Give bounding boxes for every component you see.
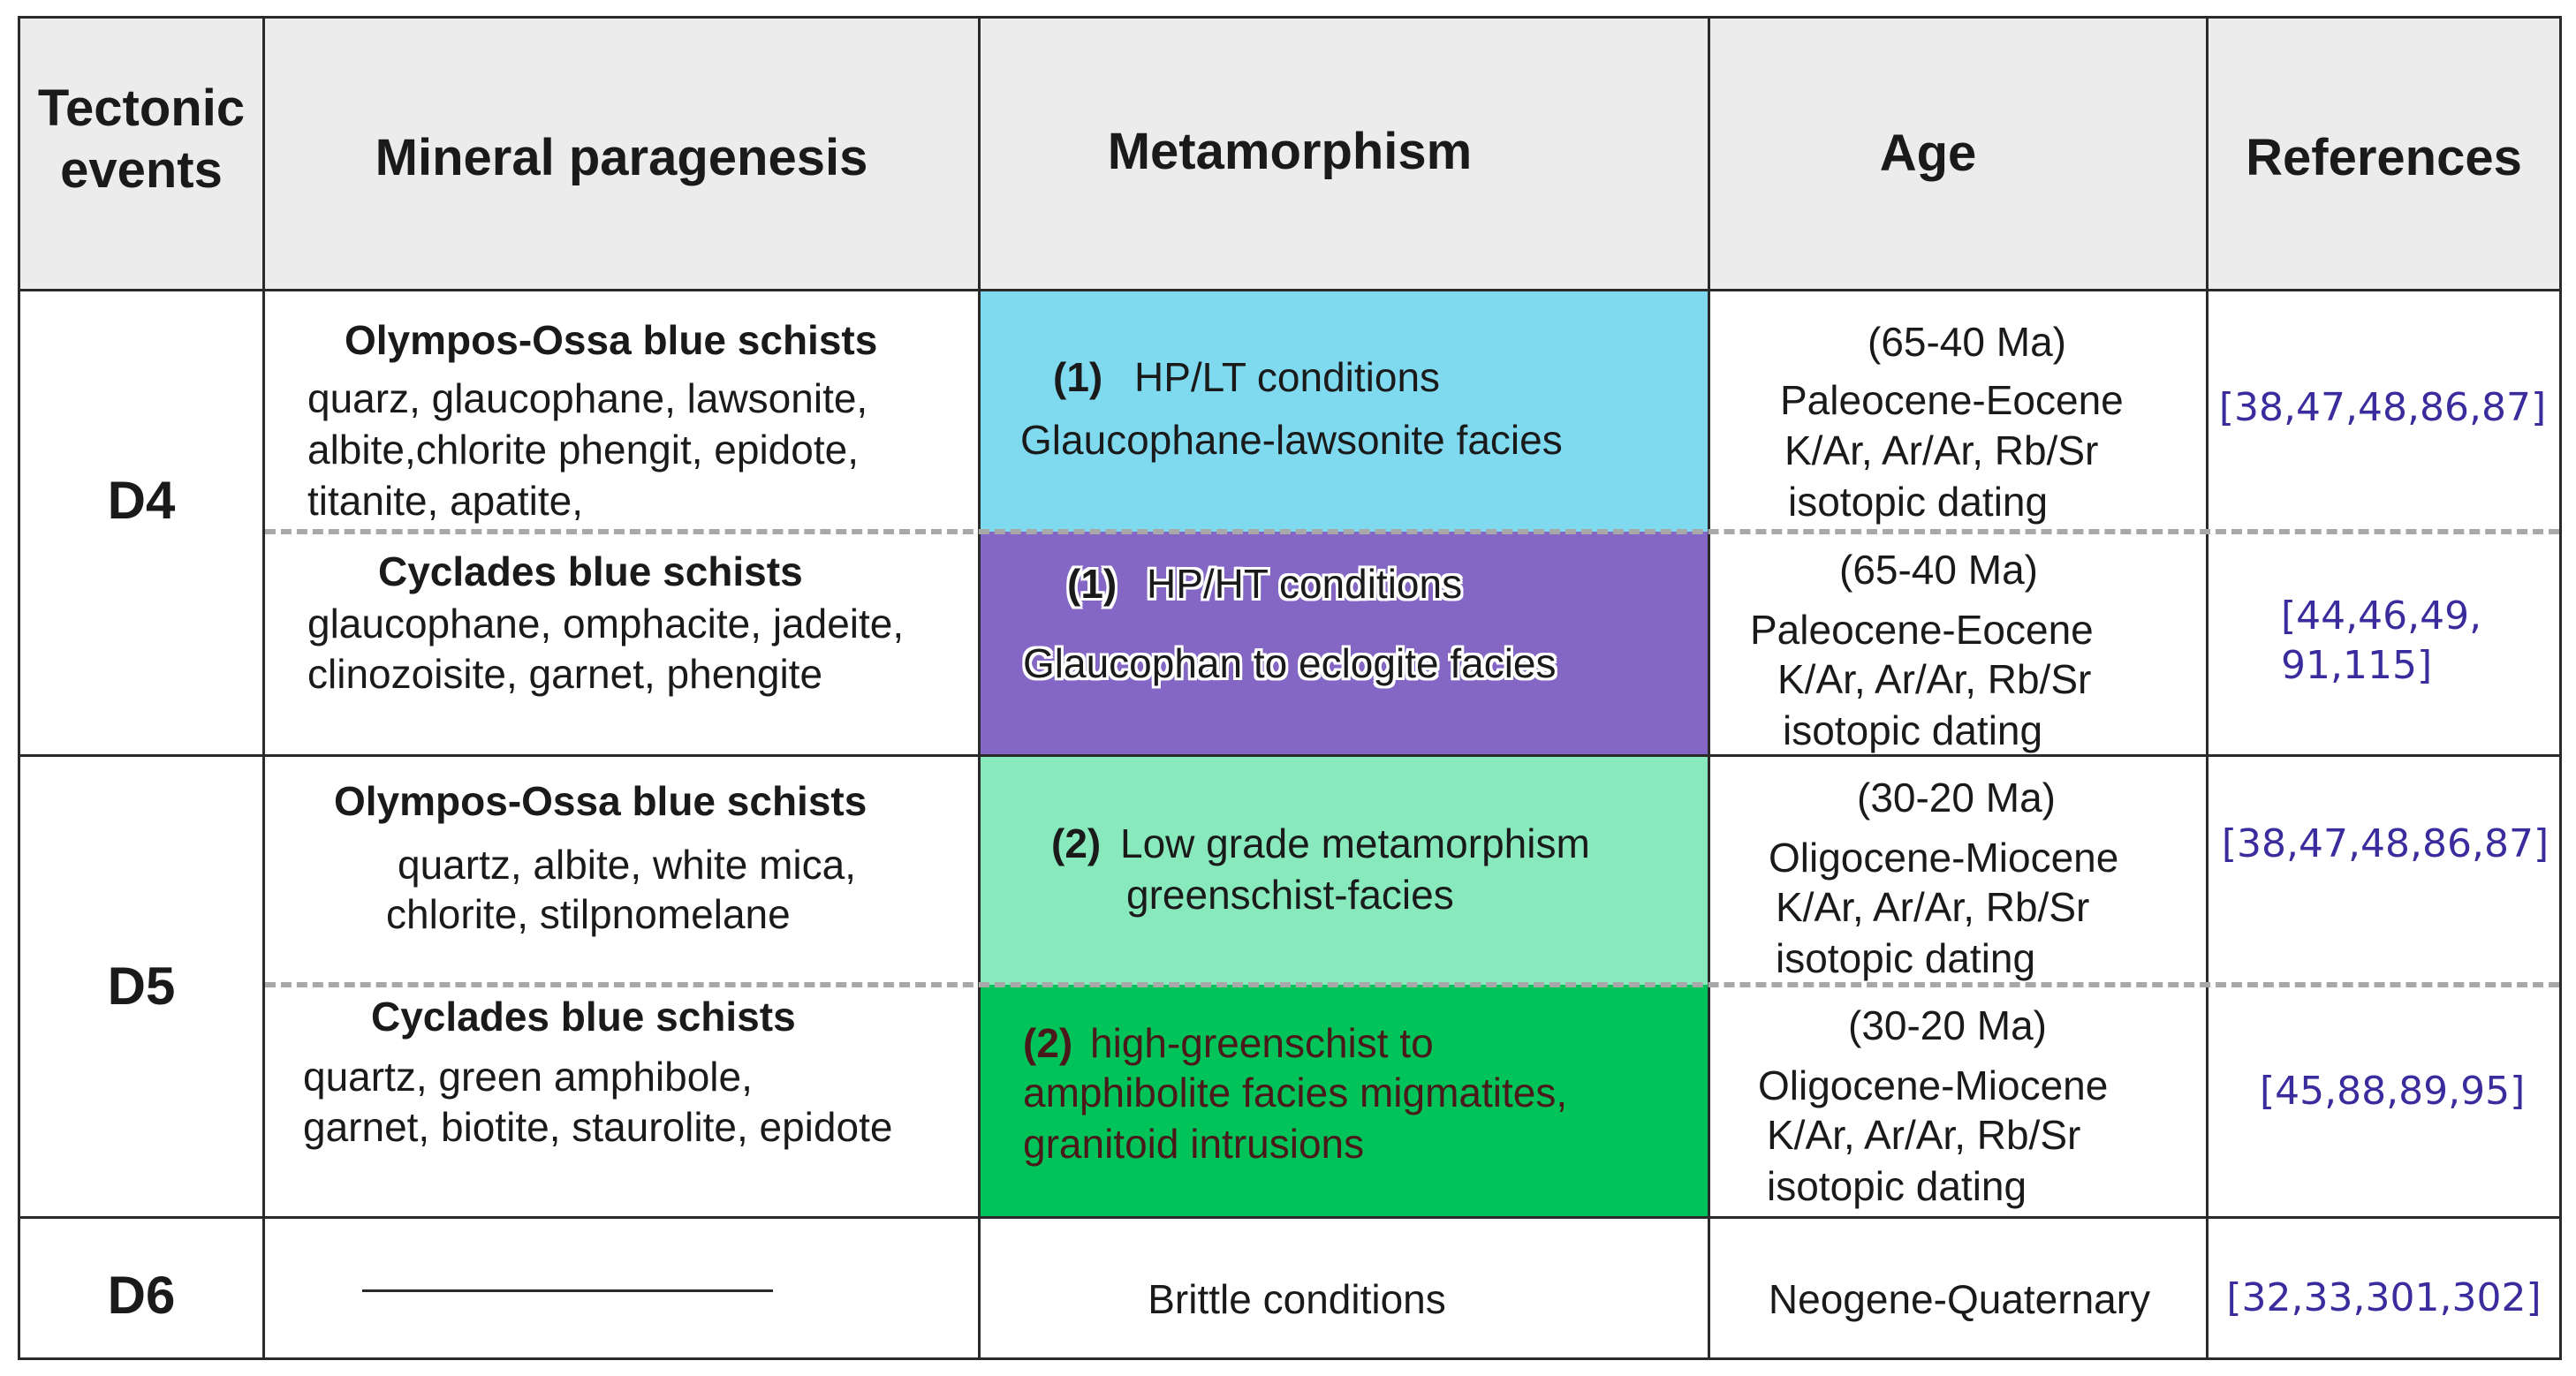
age-range: (30-20 Ma) [1857, 775, 2056, 820]
age-method: K/Ar, Ar/Ar, Rb/Sr [1777, 656, 2092, 702]
event-d5: D5 [107, 956, 176, 1016]
meta-condition: Low grade metamorphism [1120, 820, 1590, 866]
age-epoch: Oligocene-Miocene [1758, 1062, 2109, 1108]
header-tectonic-line1: Tectonic [37, 79, 246, 137]
dashed-divider-d5 [265, 982, 2559, 987]
meta-facies: Glaucophan to eclogite facies [1023, 640, 1557, 686]
age-range: (65-40 Ma) [1868, 319, 2066, 365]
meta-line: granitoid intrusions [1023, 1121, 1365, 1167]
meta-cell-hp-lt [981, 291, 1710, 532]
empty-mineral-rule [362, 1289, 773, 1292]
mineral-line: albite,chlorite phengit, epidote, [307, 427, 859, 473]
meta-number: (1) [1067, 561, 1118, 607]
meta-cell-hp-ht [981, 532, 1710, 754]
column-divider [978, 16, 981, 1360]
mineral-line: garnet, biotite, staurolite, epidote [303, 1104, 893, 1150]
age-epoch: Paleocene-Eocene [1750, 607, 2094, 653]
age-epoch: Oligocene-Miocene [1769, 835, 2119, 881]
column-divider [262, 16, 265, 1360]
mineral-line: glaucophane, omphacite, jadeite, [307, 601, 905, 646]
meta-number: (2) [1023, 1020, 1073, 1066]
meta-facies: greenschist-facies [1126, 872, 1454, 918]
meta-line: high-greenschist to [1090, 1020, 1434, 1066]
mineral-title: Olympos-Ossa blue schists [345, 317, 878, 363]
table-frame [18, 16, 2562, 1360]
age-range: (30-20 Ma) [1848, 1002, 2047, 1048]
mineral-line: quartz, albite, white mica, [398, 842, 857, 888]
header-age: Age [1879, 125, 1977, 182]
meta-facies: Glaucophane-lawsonite facies [1020, 417, 1563, 463]
reference-link[interactable]: [38,47,48,86,87] [2218, 385, 2547, 430]
meta-condition: HP/LT conditions [1134, 354, 1441, 400]
meta-cell-high-greenschist [981, 985, 1710, 1216]
age-dating: isotopic dating [1788, 479, 2049, 525]
row-divider [18, 1216, 2562, 1219]
mineral-line: clinozoisite, garnet, phengite [307, 651, 823, 697]
mineral-title: Cyclades blue schists [378, 548, 803, 594]
header-tectonic-line2: events [60, 141, 223, 199]
age-method: K/Ar, Ar/Ar, Rb/Sr [1767, 1112, 2081, 1158]
meta-condition: Brittle conditions [1148, 1276, 1446, 1322]
meta-line: amphibolite facies migmatites, [1023, 1070, 1568, 1115]
header-row [20, 19, 2559, 290]
age-dating: isotopic dating [1767, 1163, 2027, 1209]
header-metamorphism: Metamorphism [1107, 123, 1473, 180]
age-dating: isotopic dating [1783, 707, 2043, 753]
mineral-line: titanite, apatite, [307, 478, 583, 524]
age-epoch: Neogene-Quaternary [1768, 1276, 2151, 1322]
header-references: References [2246, 129, 2522, 186]
header-tectonic-events: Tectonic events [20, 78, 262, 201]
age-method: K/Ar, Ar/Ar, Rb/Sr [1784, 427, 2099, 473]
event-d4: D4 [107, 471, 176, 530]
reference-link[interactable]: 91,115] [2281, 643, 2433, 688]
meta-number: (1) [1053, 354, 1103, 400]
age-range: (65-40 Ma) [1839, 547, 2038, 593]
reference-link[interactable]: [45,88,89,95] [2260, 1069, 2526, 1114]
column-divider [2206, 16, 2209, 1360]
age-dating: isotopic dating [1776, 935, 2036, 981]
mineral-title: Cyclades blue schists [371, 994, 796, 1040]
event-d6: D6 [107, 1266, 176, 1325]
column-divider [1708, 16, 1710, 1360]
header-mineral-paragenesis: Mineral paragenesis [375, 129, 868, 186]
reference-link[interactable]: [38,47,48,86,87] [2221, 821, 2549, 866]
mineral-line: quarz, glaucophane, lawsonite, [307, 375, 868, 421]
row-divider [18, 289, 2562, 291]
mineral-line: quartz, green amphibole, [303, 1054, 753, 1100]
dashed-divider-d4 [265, 529, 2559, 534]
row-divider [18, 754, 2562, 757]
reference-link[interactable]: [44,46,49, [2281, 593, 2482, 639]
meta-cell-low-grade [981, 757, 1710, 985]
mineral-line: chlorite, stilpnomelane [386, 891, 791, 937]
age-method: K/Ar, Ar/Ar, Rb/Sr [1776, 884, 2090, 930]
meta-number: (2) [1051, 820, 1102, 866]
age-epoch: Paleocene-Eocene [1780, 377, 2124, 423]
reference-link[interactable]: [32,33,301,302] [2226, 1275, 2542, 1320]
mineral-title: Olympos-Ossa blue schists [334, 778, 868, 824]
meta-condition: HP/HT conditions [1147, 561, 1463, 607]
